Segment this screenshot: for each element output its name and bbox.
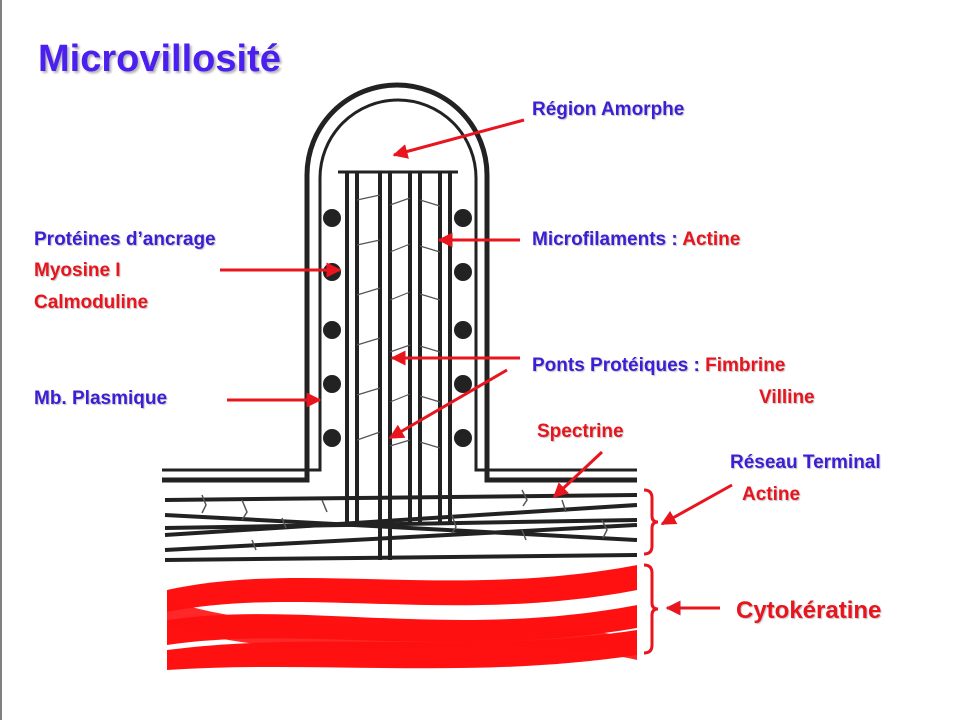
label-myosine: Myosine I [34,260,121,281]
arrow-ponts-2 [388,368,508,440]
label-ponts-proteiques: Ponts Protéiques : Fimbrine [532,355,785,377]
actin-microfilaments [338,170,458,560]
pointer-arrows [220,118,733,616]
anchoring-proteins [323,209,472,447]
label-proteines-ancrage: Protéines d’ancrage [34,229,216,250]
arrow-reseau [660,483,733,526]
label-reseau-actine: Actine [742,484,801,505]
label-reseau-terminal: Réseau Terminal [730,452,881,473]
label-calmoduline: Calmoduline [34,292,149,313]
cytokeratin-bundles [167,565,637,670]
arrow-spectrine [552,450,604,499]
label-cytokeratine: Cytokératine [736,597,882,624]
arrow-region-amorphe [392,118,525,159]
plasma-membrane [162,82,637,483]
label-region-amorphe: Région Amorphe [532,99,685,120]
label-spectrine: Spectrine [537,421,624,442]
protein-bridges [356,194,441,449]
label-microfilaments-actine: Actine [682,229,741,250]
label-mb-plasmique: Mb. Plasmique [34,388,168,409]
label-ponts-fimbrine: Fimbrine [705,355,786,376]
page-title: Microvillosité [38,38,281,80]
label-ponts-villine: Villine [759,387,815,408]
braces [643,488,659,655]
spectrin-links [201,489,608,551]
label-microfilaments: Microfilaments : Actine [532,229,740,251]
terminal-web [164,493,638,562]
label-microfilaments-prefix: Microfilaments : [532,229,683,250]
label-ponts-prefix: Ponts Protéiques : [532,355,706,376]
